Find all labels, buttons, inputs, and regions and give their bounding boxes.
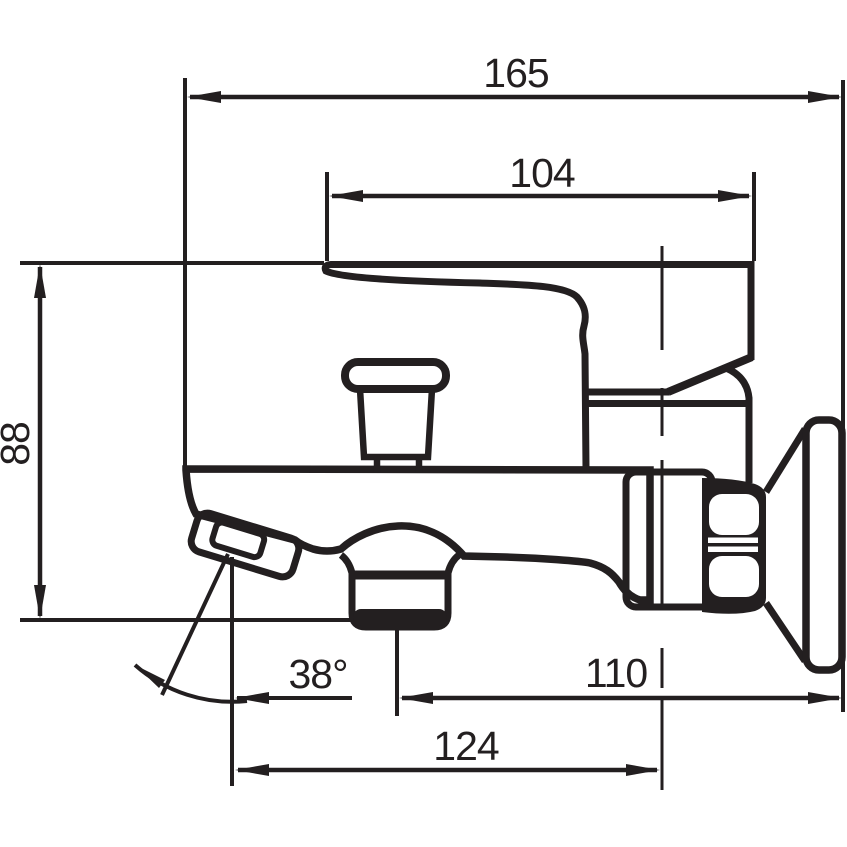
escutcheon-cone-top [763,427,808,494]
dimension-165: 165 [187,50,842,103]
hose-outlet-bottom-cap [353,609,447,626]
dimensions: 165 104 88 38° [0,50,842,790]
wall-pipe-edge [724,364,753,483]
dimension-angle: 38° [133,553,352,704]
spout-aerator [209,519,268,561]
arrowhead [329,190,363,202]
arrowhead [718,190,752,202]
arrowhead [808,692,842,704]
arrowhead [235,764,269,776]
nut-slot-upper [708,537,758,543]
escutcheon-disc [802,416,846,674]
dimension-label-wall-to-hose-outlet: 110 [585,650,648,696]
arrowhead [135,665,165,688]
escutcheon-cone-fill [768,431,806,660]
dimension-110: 110 [399,650,842,704]
dimension-label-height: 88 [0,422,38,466]
nut-facet-upper [709,494,759,535]
angle-leader-line [160,553,230,696]
dimension-label-body-width: 104 [509,150,575,196]
spout-cap-outline [187,509,303,581]
arrowhead [808,91,842,103]
arrowhead [34,585,46,619]
dimension-104: 104 [329,150,752,202]
handle-outline [321,261,751,469]
dimension-label-spout-angle: 38° [288,651,347,697]
dimension-88: 88 [0,264,46,619]
dimension-label-wall-to-spout-tip: 124 [433,723,499,769]
dimension-124: 124 [235,723,660,776]
spout-end-cap [187,509,303,581]
arrowhead [626,764,660,776]
escutcheon-cone-bottom [763,601,808,663]
nut-facet-lower [709,556,759,597]
arrowhead [34,264,46,298]
arrowhead [235,692,269,704]
arrowhead [399,692,433,704]
handle-underside-diagonal [666,353,754,396]
faucet-body [182,261,846,674]
dimension-label-total-width: 165 [483,50,549,96]
diverter-knob-cap [341,358,450,393]
hose-outlet-cylinder [338,552,462,631]
arrowhead [187,91,221,103]
nut-slot-lower [708,546,758,552]
